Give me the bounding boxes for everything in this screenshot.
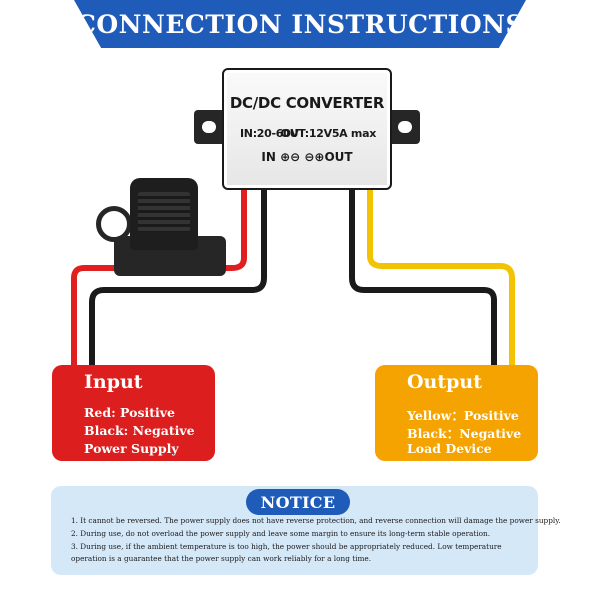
page-title: CONNECTION INSTRUCTIONS (75, 9, 525, 39)
notice-item: 3. During use, if the ambient temperatur… (71, 542, 502, 563)
output-card-line: Yellow：Positive (407, 408, 519, 423)
device-title: DC/DC CONVERTER (229, 94, 385, 112)
input-card-heading: Input (84, 371, 143, 393)
input-card: Input Red: Positive Black: Negative Powe… (52, 365, 215, 461)
notice-title: NOTICE (260, 492, 336, 512)
input-card-line: Black: Negative (84, 423, 195, 438)
header-banner: CONNECTION INSTRUCTIONS (74, 0, 526, 48)
fuse-holder-cap (130, 178, 198, 250)
input-card-line: Power Supply (84, 441, 179, 456)
input-card-line: Red: Positive (84, 405, 175, 420)
notice-badge: NOTICE (246, 489, 350, 515)
input-black-wire (89, 186, 267, 366)
output-card-line: Black：Negative (407, 426, 522, 441)
output-card: Output Yellow：Positive Black：Negative Lo… (375, 365, 538, 461)
converter-device: DC/DC CONVERTER IN:20-60V OUT:12V5A max … (222, 68, 392, 190)
device-input-spec: IN:20-60V (240, 127, 299, 140)
device-output-spec: OUT:12V5A max (280, 127, 377, 140)
output-yellow-wire (367, 186, 515, 366)
device-terminal-labels: IN ⊕⊖ ⊖⊕OUT (261, 150, 353, 164)
notice-item: 1. It cannot be reversed. The power supp… (71, 516, 561, 525)
output-card-line: Load Device (407, 441, 492, 456)
notice-item: 2. During use, do not overload the power… (71, 529, 491, 538)
output-card-heading: Output (407, 371, 483, 393)
output-black-wire (349, 186, 497, 366)
